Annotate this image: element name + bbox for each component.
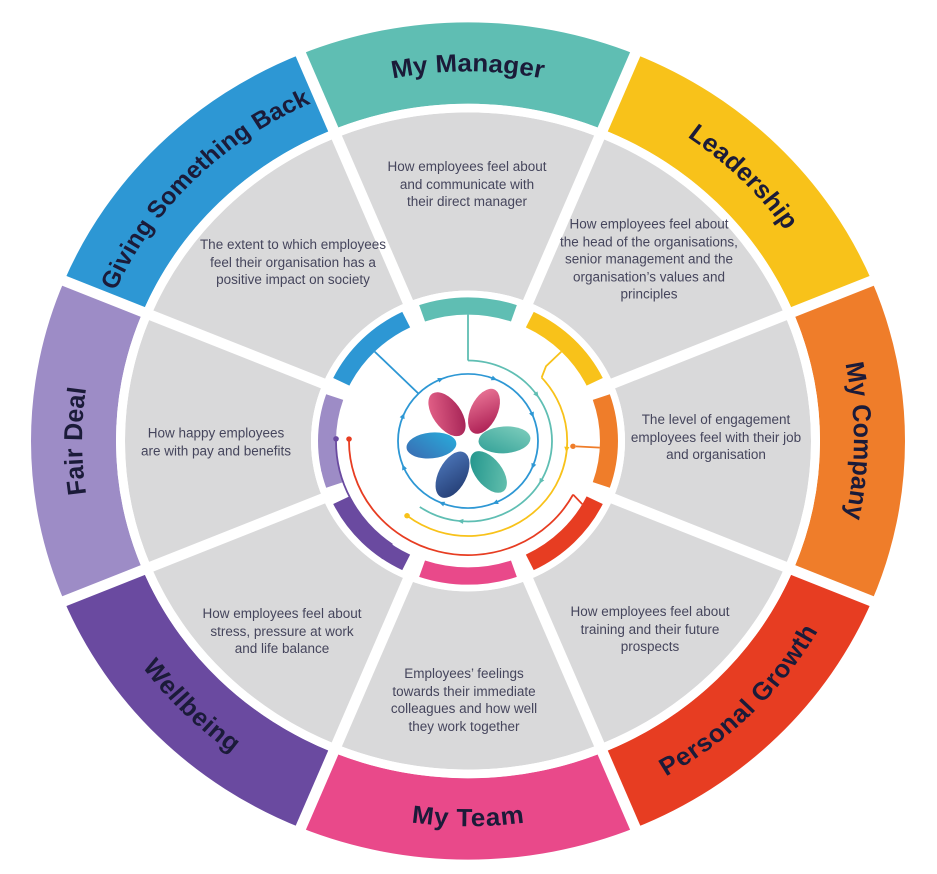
band-giving-back [64, 54, 334, 312]
orbit-wellbeing-dot [333, 436, 339, 442]
hub-arc-my-company [592, 394, 618, 488]
hub-arc-fair-deal [318, 394, 344, 488]
orbit-fair-deal [321, 411, 335, 472]
hub-arc-my-manager [419, 297, 517, 322]
label-fair-deal: Fair Deal [60, 385, 93, 497]
desc-leadership: How employees feel about the head of the… [560, 216, 738, 302]
orbit-personal-growth [348, 438, 583, 556]
band-my-manager [300, 22, 636, 130]
desc-my-company: The level of engagement employees feel w… [630, 411, 802, 462]
wedge-leadership [528, 137, 785, 384]
hub-arc-leadership [525, 311, 603, 386]
band-wellbeing [64, 570, 334, 828]
wedge-fair-deal [125, 315, 323, 567]
orbit-giving-back [374, 350, 539, 509]
logo-petals-blue [406, 432, 470, 498]
desc-fair-deal: How happy employees are with pay and ben… [140, 425, 292, 459]
band-my-team [300, 752, 636, 860]
label-my-team: My Team [410, 801, 525, 832]
orbit-my-manager [419, 314, 553, 523]
hub-arc-my-team [419, 560, 517, 585]
orbit-personal-growth-dot [346, 436, 352, 442]
orbit-giving-back-arrows [399, 375, 537, 507]
orbit-my-company [575, 445, 600, 449]
outer-band [31, 22, 905, 860]
orbit-leadership [406, 350, 569, 537]
desc-giving-back: The extent to which employees feel their… [199, 236, 387, 287]
band-personal-growth [602, 570, 872, 828]
wedge-wellbeing [151, 498, 408, 745]
desc-wellbeing: How employees feel about stress, pressur… [202, 605, 362, 656]
band-my-company [793, 280, 905, 602]
band-leadership [602, 54, 872, 312]
inner-wedges [125, 112, 811, 770]
hub-arc-personal-growth [525, 496, 603, 571]
logo-petals-pink [428, 388, 500, 437]
orbit-fair-deal-dot [330, 408, 337, 414]
orbit-my-manager-arrows [457, 391, 545, 524]
desc-my-team: Employees’ feelings towards their immedi… [390, 666, 538, 734]
orbit-my-company-dot [570, 443, 576, 449]
desc-my-manager: How employees feel about and communicate… [387, 158, 547, 209]
wedge-my-team [336, 579, 600, 770]
wedge-giving-back [151, 137, 408, 384]
orbit-wellbeing [335, 438, 394, 560]
wedge-personal-growth [528, 498, 785, 745]
desc-personal-growth: How employees feel about training and th… [570, 603, 730, 654]
wedge-my-company [613, 315, 811, 567]
band-fair-deal [31, 280, 143, 602]
orbit-leadership-marks [404, 446, 570, 519]
wedge-separators [57, 47, 879, 835]
hub-arc-wellbeing [333, 496, 411, 571]
hub-arc-giving-back [333, 311, 411, 386]
wedge-my-manager [336, 112, 600, 303]
center-logo [406, 388, 531, 498]
band-gap-ring [116, 103, 820, 779]
hub-arcs [318, 297, 618, 585]
logo-petals-teal [470, 426, 531, 493]
